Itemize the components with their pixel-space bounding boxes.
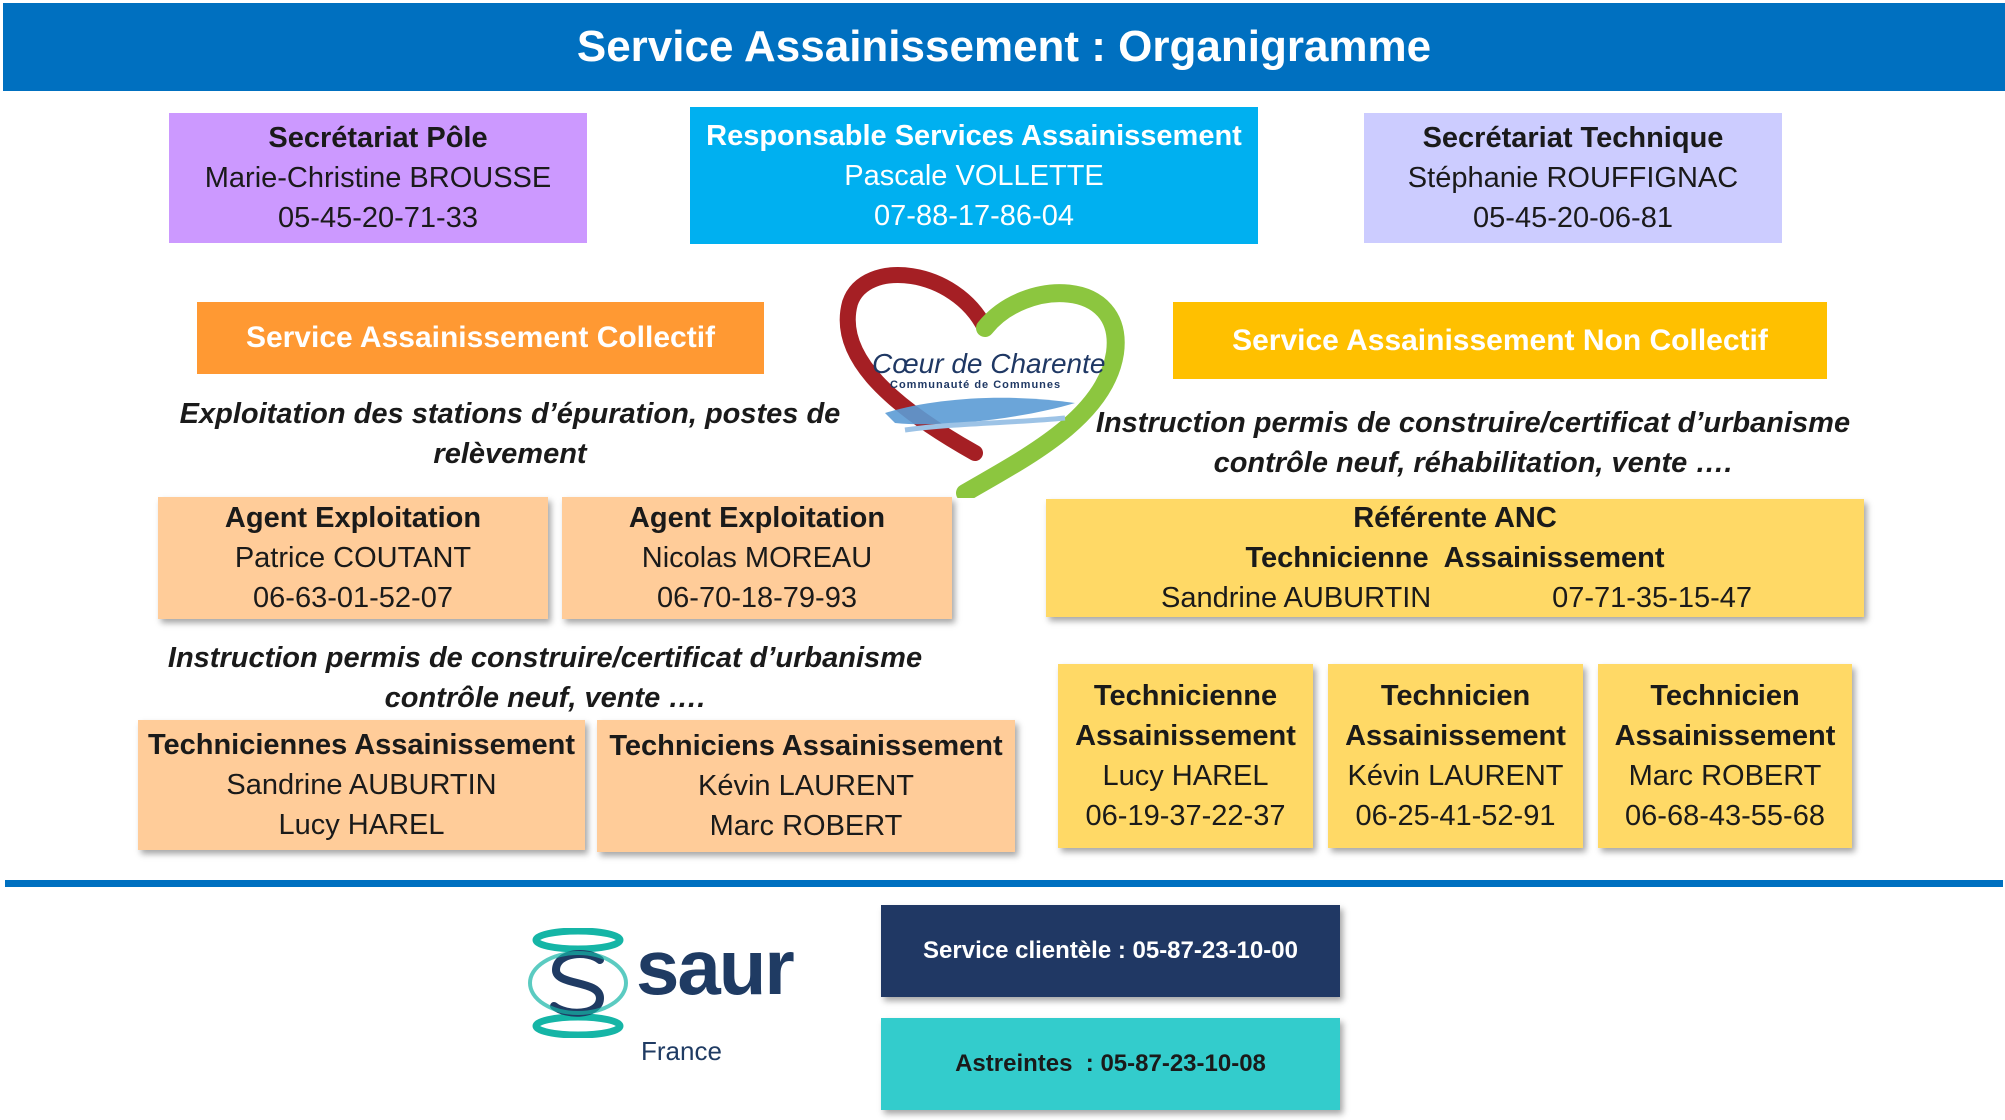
referente-subtitle: Technicienne Assainissement: [1245, 542, 1665, 574]
tech-phone: 06-25-41-52-91: [1355, 800, 1556, 832]
tech-name-2: Lucy HAREL: [278, 809, 445, 841]
responsable-name: Pascale VOLLETTE: [844, 159, 1104, 192]
referente-title: Référente ANC: [1353, 502, 1557, 534]
tech-name-1: Kévin LAURENT: [698, 770, 914, 802]
tech-subtitle: Assainissement: [1614, 720, 1836, 752]
non-collectif-description-line1: Instruction permis de construire/certifi…: [1095, 407, 1851, 439]
tech-title: Techniciens Assainissement: [609, 730, 1003, 762]
collectif-instruction-line1: Instruction permis de construire/certifi…: [167, 642, 923, 674]
non-collectif-description-line2: contrôle neuf, réhabilitation, vente ….: [1213, 447, 1733, 479]
technicien-anc-box-3: Technicien Assainissement Marc ROBERT 06…: [1598, 664, 1852, 848]
responsable-box: Responsable Services Assainissement Pasc…: [690, 107, 1258, 244]
non-collectif-header: Service Assainissement Non Collectif: [1173, 302, 1827, 379]
non-collectif-title: Service Assainissement Non Collectif: [1232, 323, 1768, 357]
saur-symbol-icon: [528, 928, 628, 1038]
collectif-header: Service Assainissement Collectif: [197, 302, 764, 374]
referente-contact-row: Sandrine AUBURTIN 07-71-35-15-47: [1046, 578, 1864, 618]
astreintes-box: Astreintes : 05-87-23-10-08: [881, 1018, 1340, 1110]
tech-name: Lucy HAREL: [1102, 760, 1269, 792]
techniciens-collectif-box: Techniciens Assainissement Kévin LAURENT…: [597, 720, 1015, 852]
communaute-text: Communauté de Communes: [890, 379, 1062, 391]
technicienne-anc-box-1: Technicienne Assainissement Lucy HAREL 0…: [1058, 664, 1313, 848]
service-clientele-box: Service clientèle : 05-87-23-10-00: [881, 905, 1340, 997]
technicien-anc-box-2: Technicien Assainissement Kévin LAURENT …: [1328, 664, 1583, 848]
agent-phone: 06-70-18-79-93: [657, 582, 857, 614]
service-clientele-text: Service clientèle : 05-87-23-10-00: [923, 937, 1298, 964]
referente-anc-box: Référente ANC Technicienne Assainissemen…: [1046, 499, 1864, 617]
secretariat-technique-name: Stéphanie ROUFFIGNAC: [1407, 162, 1739, 194]
saur-brand-text: saur: [636, 923, 795, 1011]
responsable-phone: 07-88-17-86-04: [874, 199, 1074, 232]
agent-phone: 06-63-01-52-07: [253, 582, 453, 614]
collectif-description: Exploitation des stations d’épuration, p…: [175, 394, 845, 474]
tech-name-2: Marc ROBERT: [709, 810, 903, 842]
agent-title: Agent Exploitation: [224, 502, 482, 534]
tech-title: Technicienne: [1093, 680, 1278, 712]
referente-phone: 07-71-35-15-47: [1552, 582, 1752, 614]
header-banner: Service Assainissement : Organigramme: [3, 3, 2005, 91]
heart-logo-icon: [839, 267, 1125, 502]
coeur-de-charente-text: Cœur de Charente: [872, 348, 1106, 379]
tech-phone: 06-68-43-55-68: [1625, 800, 1825, 832]
secretariat-technique-phone: 05-45-20-06-81: [1473, 202, 1673, 234]
tech-title: Techniciennes Assainissement: [147, 729, 576, 761]
secretariat-pole-title: Secrétariat Pôle: [268, 122, 488, 154]
agent-title: Agent Exploitation: [628, 502, 886, 534]
secretariat-pole-box: Secrétariat Pôle Marie-Christine BROUSSE…: [169, 113, 587, 243]
responsable-title: Responsable Services Assainissement: [706, 119, 1242, 152]
saur-logo: saur France: [528, 923, 828, 1068]
tech-name-1: Sandrine AUBURTIN: [226, 769, 497, 801]
tech-name: Kévin LAURENT: [1347, 760, 1564, 792]
tech-name: Marc ROBERT: [1628, 760, 1822, 792]
secretariat-technique-title: Secrétariat Technique: [1422, 122, 1724, 154]
coeur-de-charente-logo: Cœur de Charente Communauté de Communes: [825, 258, 1125, 502]
page-title: Service Assainissement : Organigramme: [576, 22, 1432, 71]
secretariat-pole-phone: 05-45-20-71-33: [278, 202, 478, 234]
section-divider: [5, 880, 2003, 887]
collectif-title: Service Assainissement Collectif: [245, 321, 716, 354]
agent-name: Nicolas MOREAU: [641, 542, 873, 574]
non-collectif-description: Instruction permis de construire/certifi…: [1093, 403, 1853, 483]
secretariat-technique-box: Secrétariat Technique Stéphanie ROUFFIGN…: [1364, 113, 1782, 243]
techniciennes-collectif-box: Techniciennes Assainissement Sandrine AU…: [138, 720, 585, 850]
agent-name: Patrice COUTANT: [234, 542, 472, 574]
tech-title: Technicien: [1650, 680, 1800, 712]
tech-phone: 06-19-37-22-37: [1085, 800, 1286, 832]
astreintes-text: Astreintes : 05-87-23-10-08: [955, 1050, 1266, 1077]
collectif-description-text: Exploitation des stations d’épuration, p…: [179, 398, 841, 470]
tech-subtitle: Assainissement: [1345, 720, 1566, 752]
agent-exploitation-box-2: Agent Exploitation Nicolas MOREAU 06-70-…: [562, 497, 952, 619]
agent-exploitation-box-1: Agent Exploitation Patrice COUTANT 06-63…: [158, 497, 548, 619]
collectif-instruction-description: Instruction permis de construire/certifi…: [140, 638, 950, 718]
tech-subtitle: Assainissement: [1075, 720, 1296, 752]
tech-title: Technicien: [1380, 680, 1531, 712]
referente-name: Sandrine AUBURTIN: [1161, 582, 1432, 614]
collectif-instruction-line2: contrôle neuf, vente ….: [384, 682, 706, 714]
saur-country-text: France: [641, 1036, 722, 1066]
secretariat-pole-name: Marie-Christine BROUSSE: [204, 162, 552, 194]
